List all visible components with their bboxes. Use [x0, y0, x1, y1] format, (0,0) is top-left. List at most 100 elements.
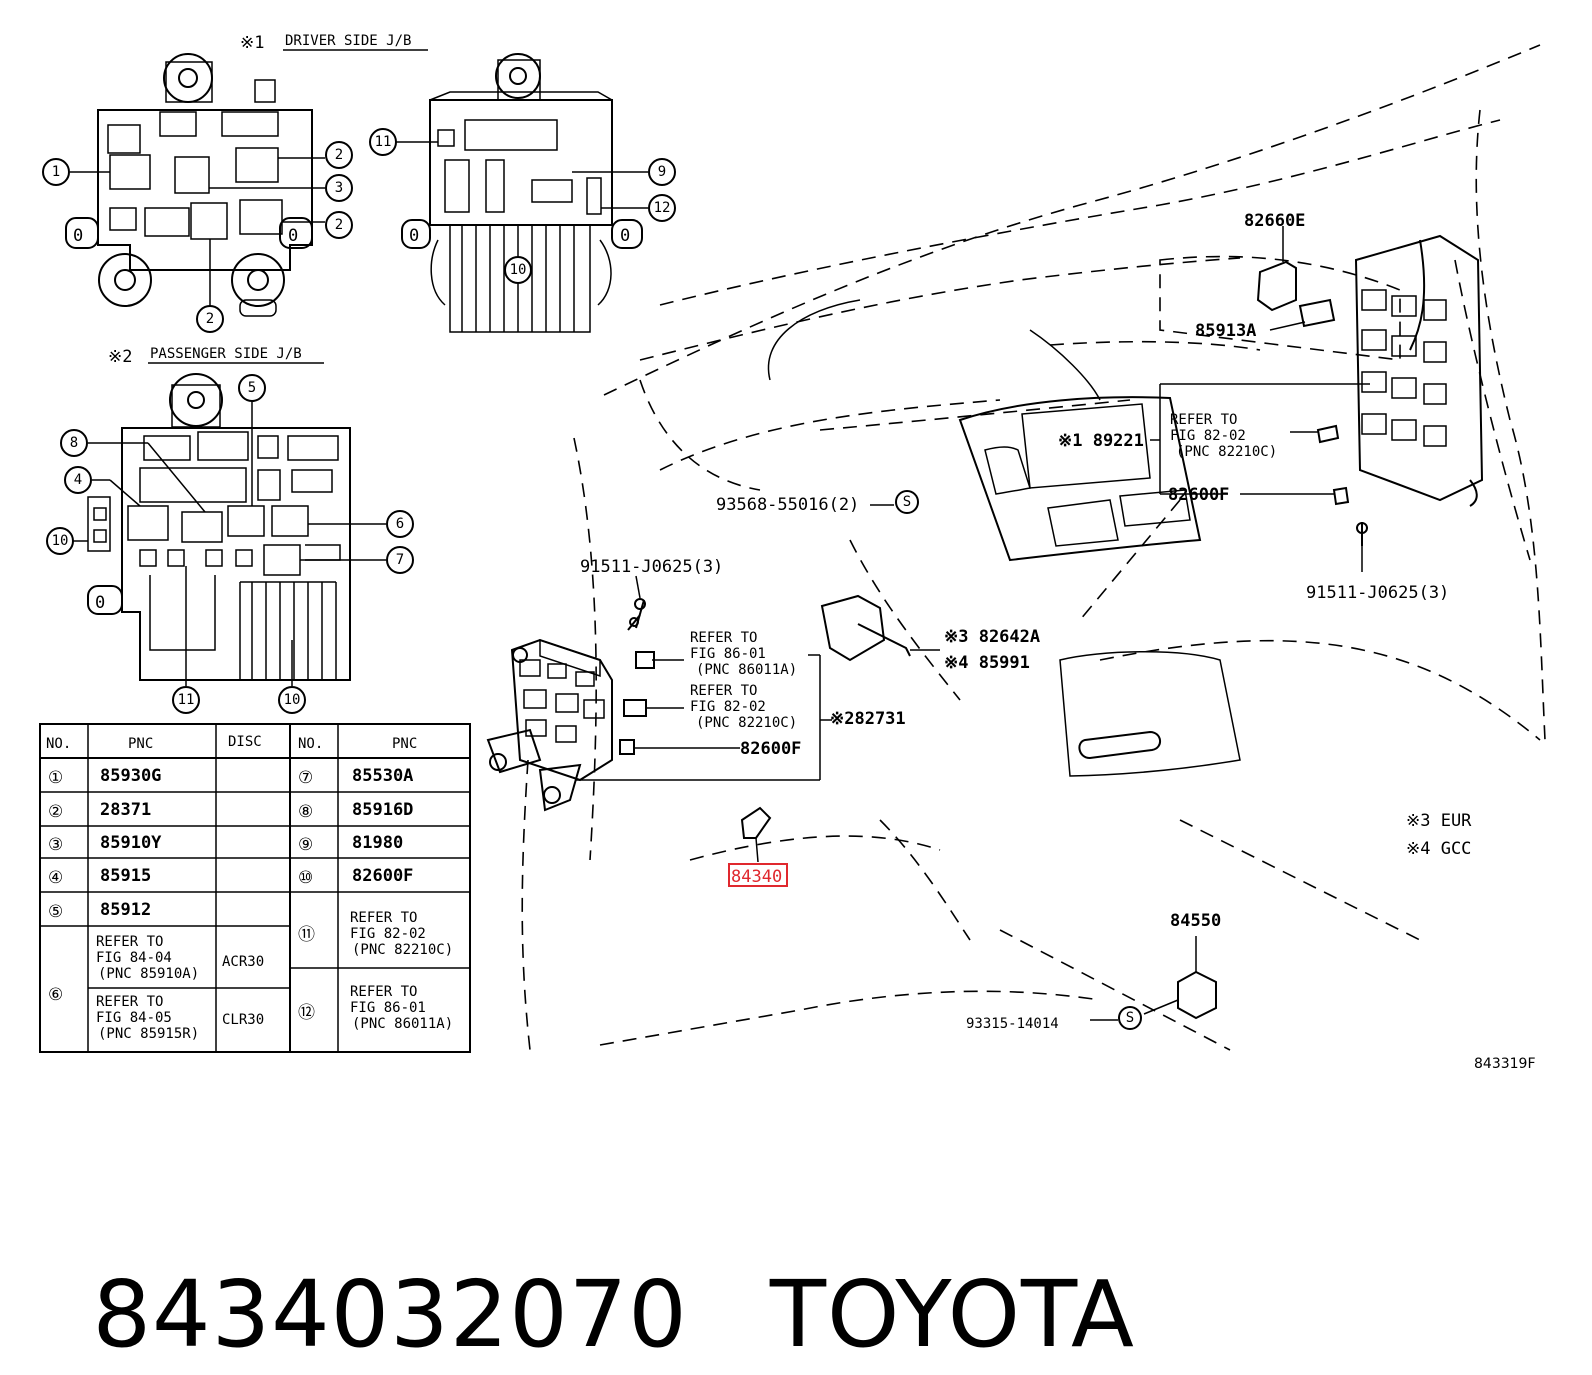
label-refer-mid1-2: FIG 86-01: [690, 646, 766, 662]
svg-text:2: 2: [206, 311, 214, 327]
svg-text:28371: 28371: [100, 800, 151, 820]
svg-text:FIG 82-02: FIG 82-02: [350, 926, 426, 942]
label-refer-mid2-1: REFER TO: [690, 683, 757, 699]
svg-text:6: 6: [396, 516, 404, 532]
svg-text:0: 0: [73, 226, 83, 246]
svg-text:10: 10: [510, 262, 527, 278]
svg-text:⑫: ⑫: [298, 1003, 315, 1023]
svg-text:(PNC 86011A): (PNC 86011A): [352, 1016, 453, 1032]
table-row: ⑧ 85916D: [298, 800, 413, 822]
sensor-84340: [740, 806, 772, 839]
table-row: ③ 85910Y: [48, 833, 162, 855]
inset2-marker: ※2: [108, 347, 132, 367]
svg-text:REFER TO: REFER TO: [350, 910, 417, 926]
relay-part: [619, 739, 635, 755]
svg-text:81980: 81980: [352, 833, 403, 853]
svg-text:12: 12: [654, 200, 671, 216]
svg-text:REFER TO: REFER TO: [96, 994, 163, 1010]
callout-11: 11: [172, 686, 200, 714]
highlight-box: [728, 863, 788, 887]
callout-2: 2: [196, 305, 224, 333]
svg-text:2: 2: [335, 147, 343, 163]
connector-82660e: [1256, 260, 1297, 312]
passenger-jb-assembly: [1354, 234, 1484, 507]
callout-1: 1: [42, 158, 70, 186]
passenger-jb-drawing: 0: [87, 373, 351, 681]
label-82600f-right: 82600F: [1168, 485, 1229, 505]
table-header-pnc: PNC: [128, 736, 153, 752]
svg-text:4: 4: [74, 472, 82, 488]
svg-text:82600F: 82600F: [352, 866, 413, 886]
svg-text:0: 0: [409, 226, 419, 246]
label-82642a: ※3 82642A: [944, 627, 1040, 647]
svg-text:8: 8: [70, 435, 78, 451]
driver-jb-front-drawing: 0 0: [65, 53, 313, 317]
module-82642a: [820, 594, 886, 662]
svg-text:2: 2: [335, 217, 343, 233]
table-row: ② 28371: [48, 800, 151, 822]
svg-text:7: 7: [396, 552, 404, 568]
svg-text:(PNC 85910A): (PNC 85910A): [98, 966, 199, 982]
callout-12: 12: [648, 194, 676, 222]
label-82660e: 82660E: [1244, 211, 1305, 231]
pnc-table: NO. PNC DISC NO. PNC ① 85930G ② 28371 ③ …: [39, 723, 471, 1053]
label-refer-top-2: FIG 82-02: [1170, 428, 1246, 444]
callout-10: 10: [278, 686, 306, 714]
label-93315: 93315-14014: [966, 1016, 1059, 1032]
driver-jb-rear-drawing: 0 0: [401, 53, 643, 333]
callout-2: 2: [325, 211, 353, 239]
label-refer-mid2-3: (PNC 82210C): [696, 715, 797, 731]
label-89221: ※1 89221: [1058, 431, 1144, 451]
svg-text:0: 0: [620, 226, 630, 246]
svg-text:FIG 84-04: FIG 84-04: [96, 950, 172, 966]
svg-text:S: S: [903, 494, 911, 510]
svg-text:④: ④: [48, 868, 63, 888]
screw-symbol: S: [1118, 1006, 1142, 1030]
relay-block-assembly: [486, 638, 613, 812]
table-row-11: ⑪ REFER TO FIG 82-02 (PNC 82210C): [298, 910, 453, 958]
screw-symbol: S: [895, 490, 919, 514]
label-refer-top-3: (PNC 82210C): [1176, 444, 1277, 460]
parts-diagram: ※1 DRIVER SIDE J/B 0 0: [39, 33, 1546, 1072]
label-91511-left: 91511-J0625(3): [580, 557, 723, 577]
callout-4: 4: [64, 466, 92, 494]
label-refer-top-1: REFER TO: [1170, 412, 1237, 428]
svg-text:REFER TO: REFER TO: [350, 984, 417, 1000]
callout-11: 11: [369, 128, 397, 156]
callout-8: 8: [60, 429, 88, 457]
svg-text:⑩: ⑩: [298, 868, 313, 888]
inset1-marker: ※1: [240, 33, 264, 53]
passenger-side-jb-inset: ※2 PASSENGER SIDE J/B 0: [46, 346, 414, 714]
table-row: ④ 85915: [48, 866, 151, 888]
label-85991: ※4 85991: [944, 653, 1030, 673]
svg-text:9: 9: [658, 164, 666, 180]
figure-code: 843319F: [1474, 1056, 1536, 1072]
brand-name: TOYOTA: [769, 1261, 1135, 1368]
label-refer-mid2-2: FIG 82-02: [690, 699, 766, 715]
label-84340-highlighted[interactable]: 84340: [731, 867, 782, 887]
svg-text:(PNC 82210C): (PNC 82210C): [352, 942, 453, 958]
svg-text:CLR30: CLR30: [222, 1012, 264, 1028]
svg-text:⑤: ⑤: [48, 902, 63, 922]
table-row: ⑩ 82600F: [298, 866, 413, 888]
table-header-pnc-2: PNC: [392, 736, 417, 752]
svg-text:⑥: ⑥: [48, 985, 63, 1005]
label-93568: 93568-55016(2): [716, 495, 859, 515]
relay-part: [635, 651, 655, 669]
svg-text:0: 0: [288, 226, 298, 246]
svg-text:11: 11: [375, 134, 392, 150]
callout-5: 5: [238, 374, 266, 402]
table-row: ⑨ 81980: [298, 833, 403, 855]
callout-10: 10: [46, 527, 74, 555]
svg-text:85910Y: 85910Y: [100, 833, 162, 853]
svg-text:85916D: 85916D: [352, 800, 413, 820]
label-refer-mid1-3: (PNC 86011A): [696, 662, 797, 678]
callout-3: 3: [325, 174, 353, 202]
svg-text:S: S: [1126, 1010, 1134, 1026]
svg-text:0: 0: [95, 593, 105, 613]
svg-text:②: ②: [48, 802, 63, 822]
svg-text:③: ③: [48, 835, 63, 855]
svg-text:REFER TO: REFER TO: [96, 934, 163, 950]
label-82600f-left: 82600F: [740, 739, 801, 759]
